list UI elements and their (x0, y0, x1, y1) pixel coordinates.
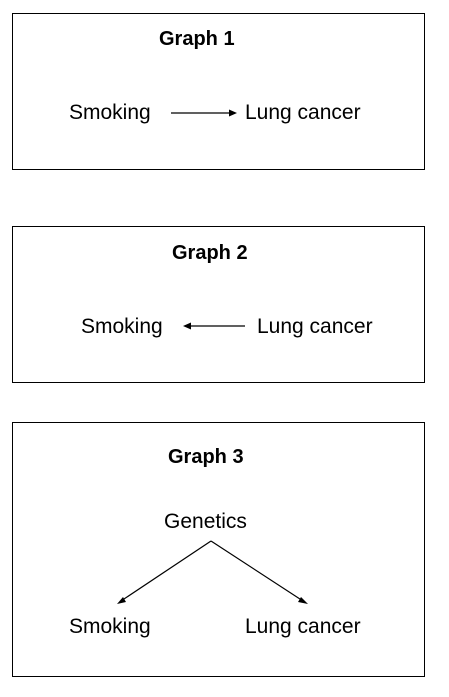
graph-1-node-lung-cancer: Lung cancer (245, 101, 361, 124)
graph-3-arrow-genetics-to-smoking (120, 540, 212, 602)
graph-3-node-lung-cancer: Lung cancer (245, 615, 361, 638)
graph-1-panel: Graph 1 Smoking Lung cancer (12, 13, 425, 170)
graph-3-panel: Graph 3 Genetics Smoking Lung cancer (12, 422, 425, 677)
graph-2-title: Graph 2 (172, 242, 248, 264)
graph-2-node-smoking: Smoking (81, 315, 163, 338)
graph-3-arrowhead-smoking (117, 597, 126, 604)
graph-1-arrowhead (229, 109, 237, 117)
graph-3-node-genetics: Genetics (164, 510, 247, 533)
graph-2-panel: Graph 2 Smoking Lung cancer (12, 226, 425, 383)
graph-2-arrowhead (183, 322, 191, 330)
graph-3-title: Graph 3 (168, 446, 244, 468)
graph-1-node-smoking: Smoking (69, 101, 151, 124)
graph-3-arrowhead-lung-cancer (298, 597, 308, 604)
graph-3-node-smoking: Smoking (69, 615, 151, 638)
graph-2-node-lung-cancer: Lung cancer (257, 315, 373, 338)
graph-3-arrow-genetics-to-lung-cancer (210, 540, 304, 602)
graph-1-title: Graph 1 (159, 28, 235, 50)
